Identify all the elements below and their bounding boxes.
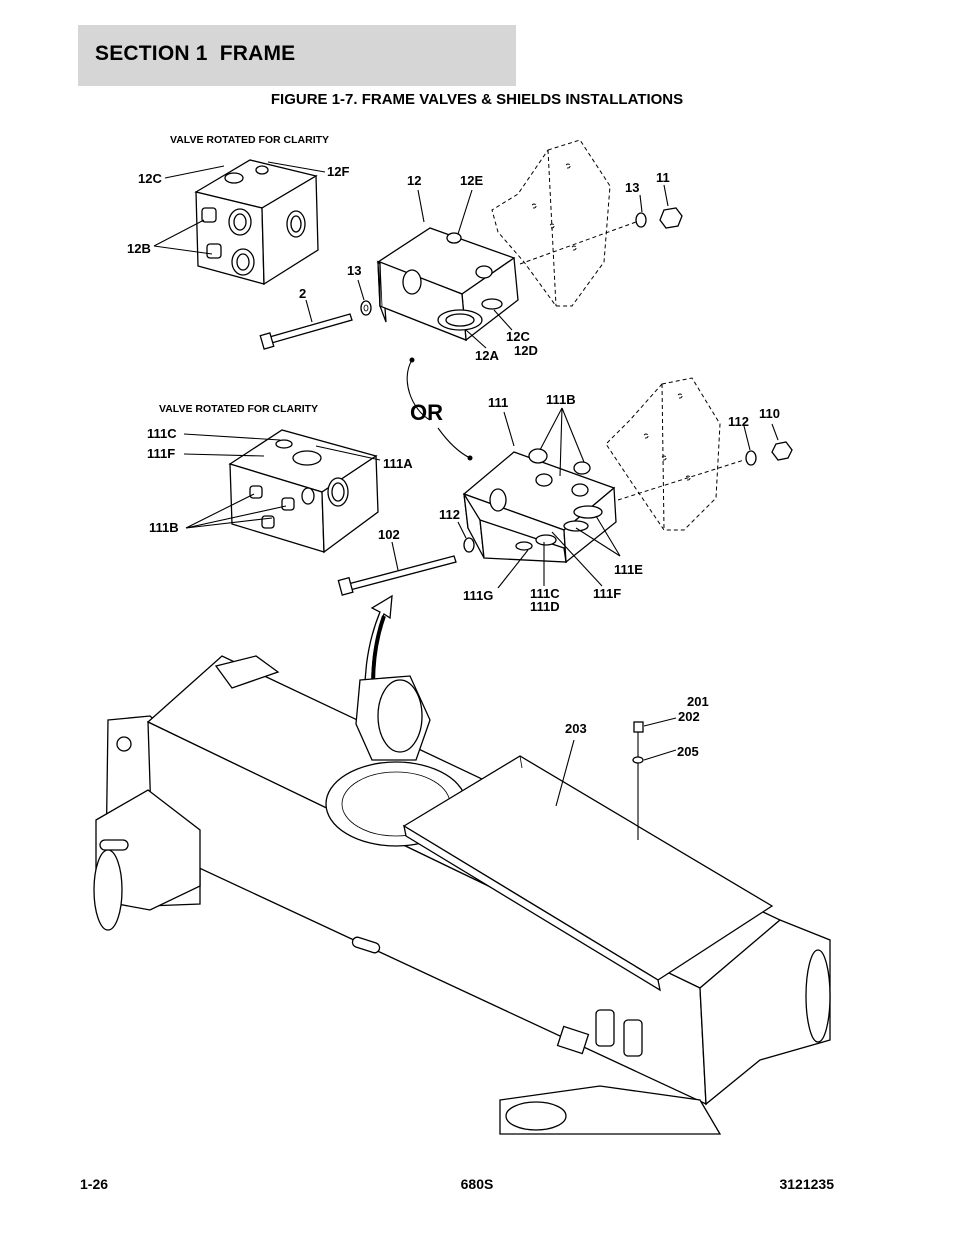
section-header-band: SECTION 1 FRAME: [78, 25, 516, 86]
callout-111f-bot: 111F: [593, 586, 621, 601]
callout-111f-left: 111F: [147, 446, 175, 461]
callout-11: 11: [656, 170, 670, 185]
nut-110-drawing: [771, 441, 793, 461]
callout-112-right: 112: [728, 414, 749, 429]
callout-12: 12: [407, 173, 421, 188]
callout-111c-left: 111C: [147, 426, 177, 441]
bolt-201-drawing: [632, 721, 644, 840]
leader-lines: [153, 161, 779, 807]
callout-13-mid: 13: [347, 263, 361, 278]
callout-111b-left: 111B: [149, 520, 179, 535]
callout-111d: 111D: [530, 599, 560, 614]
callout-110: 110: [759, 406, 780, 421]
callout-112-mid: 112: [439, 507, 460, 522]
bracket-mid-drawing: [605, 377, 721, 531]
callout-111b-right: 111B: [546, 392, 576, 407]
section-title: SECTION 1 FRAME: [95, 42, 296, 65]
note-top-rotated: VALVE ROTATED FOR CLARITY: [170, 134, 329, 146]
document-number: 3121235: [779, 1176, 834, 1192]
callout-102: 102: [378, 527, 400, 542]
or-label: OR: [410, 400, 443, 425]
note-mid-rotated: VALVE ROTATED FOR CLARITY: [159, 403, 318, 415]
washer-13-top-drawing: [635, 212, 647, 228]
callout-12c-bot: 12C: [506, 329, 530, 344]
valve-111-drawing: [462, 448, 617, 564]
valve-12-rotated-drawing: [194, 159, 319, 286]
frame-drawing: [93, 655, 831, 1135]
callout-2: 2: [299, 286, 306, 301]
valve-111-rotated-drawing: [228, 429, 379, 554]
callout-12e: 12E: [460, 173, 483, 188]
valve-12-drawing: [376, 227, 519, 342]
washer-112-right-drawing: [745, 450, 757, 466]
bolt-102-drawing: [337, 555, 457, 596]
callout-111g: 111G: [463, 588, 493, 603]
callout-111c-bot: 111C: [530, 586, 560, 601]
model-number: 680S: [460, 1176, 494, 1192]
callout-12c-top: 12C: [138, 171, 162, 186]
callout-203: 203: [565, 721, 587, 736]
figure-title: FIGURE 1-7. FRAME VALVES & SHIELDS INSTA…: [270, 91, 684, 108]
callout-111e: 111E: [614, 562, 643, 577]
nut-11-drawing: [659, 207, 683, 229]
callout-201: 201: [687, 694, 709, 709]
page-number: 1-26: [80, 1176, 109, 1192]
callout-13-top: 13: [625, 180, 639, 195]
callout-111a: 111A: [383, 456, 413, 471]
callout-205: 205: [677, 744, 699, 759]
washer-13-drawing: [360, 300, 372, 316]
callout-202: 202: [678, 709, 700, 724]
callout-12a: 12A: [475, 348, 499, 363]
callout-12f: 12F: [327, 164, 349, 179]
or-connector: OR: [406, 357, 473, 461]
callout-12d: 12D: [514, 343, 538, 358]
callout-111: 111: [488, 395, 508, 410]
callout-12b: 12B: [127, 241, 151, 256]
bolt-2-drawing: [259, 313, 353, 350]
bracket-top-drawing: [491, 139, 611, 307]
washer-112-drawing: [463, 537, 475, 553]
